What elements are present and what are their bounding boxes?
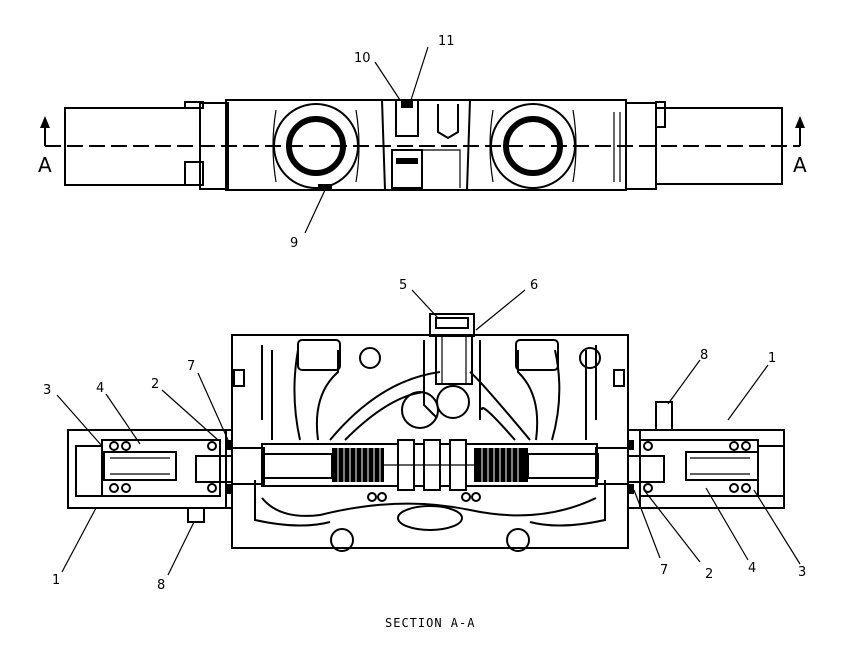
leader-6 [475, 289, 526, 331]
left-cap-boss-top [184, 101, 204, 109]
left-spring-chamber [101, 439, 221, 497]
section-caption: SECTION A-A [385, 616, 475, 630]
lower-passage [261, 497, 597, 517]
relief-valve-ball [436, 385, 470, 419]
leader-2-right [643, 489, 701, 563]
top-view: A A [38, 46, 807, 234]
right-cap-boss [655, 101, 666, 128]
callout-9: 9 [290, 236, 298, 251]
callout-2-left: 2 [151, 377, 159, 392]
section-view [56, 289, 801, 576]
callout-5: 5 [399, 278, 407, 293]
callout-7-top: 7 [187, 359, 195, 374]
left-seal-plate [231, 447, 265, 485]
leader-1-left [61, 507, 97, 573]
right-spring-retainer [685, 451, 759, 481]
callout-2-right: 2 [705, 567, 713, 582]
leader-4-left [105, 393, 141, 445]
leader-10 [374, 61, 401, 101]
left-passage [293, 349, 339, 441]
leader-7-bottom [633, 489, 661, 559]
callout-4-left: 4 [96, 381, 104, 396]
leader-11 [410, 46, 429, 101]
seal-9 [318, 184, 332, 190]
leader-1-right [727, 364, 769, 421]
callout-labels: 10 11 9 5 6 7 8 1 3 4 2 1 8 7 2 4 3 [43, 34, 806, 593]
spool-rod-right [527, 453, 599, 479]
leader-5 [411, 289, 439, 319]
callout-10: 10 [354, 51, 371, 66]
callout-8-top: 8 [700, 348, 708, 363]
leader-2-left [161, 389, 219, 441]
callout-11: 11 [438, 34, 455, 49]
callout-3-right: 3 [798, 565, 806, 580]
spool-land-left [332, 448, 384, 482]
callout-7-bottom: 7 [660, 563, 668, 578]
right-seal-plate [595, 447, 629, 485]
section-marker-left: A [38, 153, 52, 177]
check-valve-seat [391, 149, 423, 189]
callout-1-right: 1 [768, 351, 776, 366]
leader-3-right [753, 489, 801, 565]
right-passage [517, 349, 561, 441]
callout-4-right: 4 [748, 561, 756, 576]
leader-8-bottom [167, 521, 195, 576]
spool-rod-left [263, 453, 333, 479]
leader-9 [304, 189, 326, 234]
relief-valve-body [435, 335, 473, 385]
callout-6: 6 [530, 278, 538, 293]
callout-8-bottom: 8 [157, 578, 165, 593]
right-spring-chamber [639, 439, 759, 497]
left-cap-boss-bottom [184, 161, 204, 186]
callout-3-left: 3 [43, 383, 51, 398]
spool-land-right [474, 448, 528, 482]
leader-4-right [705, 487, 749, 561]
leader-3-left [56, 394, 103, 447]
leader-8-top [667, 359, 701, 405]
callout-1-left: 1 [52, 573, 60, 588]
leader-7-top [197, 372, 229, 441]
section-marker-right: A [793, 153, 807, 177]
left-spring-retainer [103, 451, 177, 481]
